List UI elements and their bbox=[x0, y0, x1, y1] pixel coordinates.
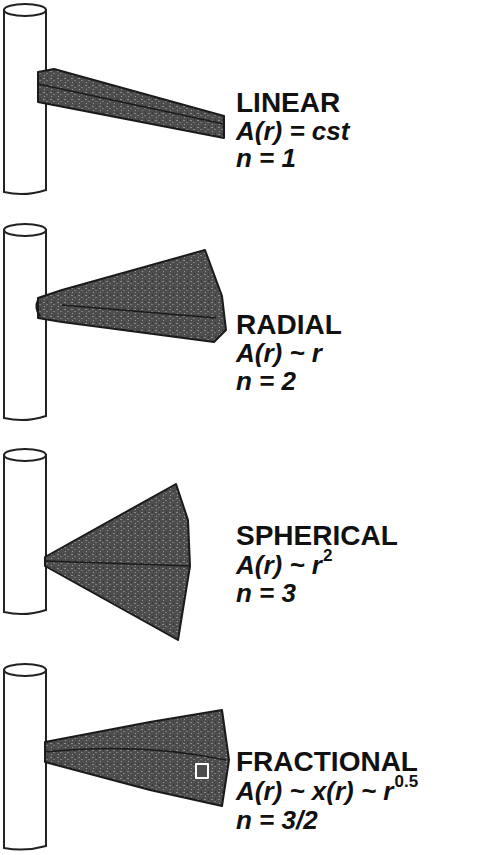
heading-text: FRACTIONAL bbox=[236, 748, 418, 776]
formula-text: A(r) ~ x(r) ~ r bbox=[236, 778, 394, 804]
fins bbox=[36, 69, 229, 806]
exponent-text: 0.5 bbox=[395, 773, 419, 790]
formula-text: A(r) ~ r bbox=[236, 340, 322, 366]
heading-text: SPHERICAL bbox=[236, 522, 398, 550]
heading-text: LINEAR bbox=[236, 89, 340, 117]
cylinders bbox=[4, 4, 46, 850]
order-text: n = 2 bbox=[236, 368, 296, 394]
order-text: n = 3 bbox=[236, 580, 296, 606]
order-text: n = 1 bbox=[236, 145, 296, 171]
formula-text: A(r) = cst bbox=[236, 118, 349, 144]
order-text: n = 3/2 bbox=[236, 807, 318, 833]
exponent-text: 2 bbox=[323, 547, 332, 564]
heading-text: RADIAL bbox=[236, 311, 342, 339]
formula-text: A(r) ~ r bbox=[236, 552, 322, 578]
